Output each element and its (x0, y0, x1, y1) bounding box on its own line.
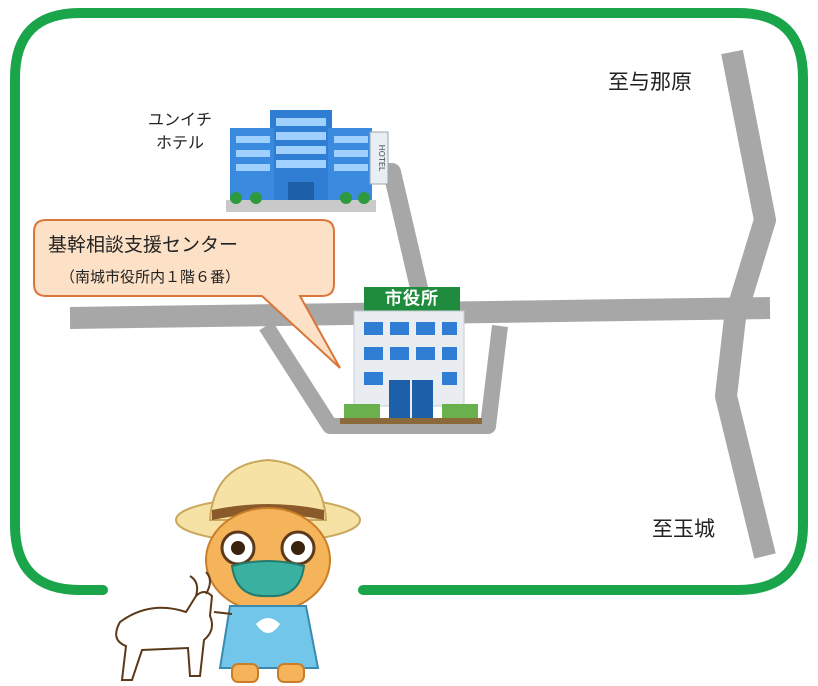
mascot-character-icon (175, 458, 361, 683)
direction-label-north: 至与那原 (608, 70, 692, 94)
goat-icon (115, 571, 233, 681)
roads (69, 49, 776, 559)
callout-bubble (33, 219, 341, 369)
hotel-building-icon (226, 110, 389, 212)
hotel-name-line2: ホテル (155, 133, 204, 152)
main-road-north (721, 49, 776, 322)
hotel-name-line1: ユンイチ (147, 110, 212, 129)
main-road-south (715, 316, 776, 559)
direction-label-south: 至玉城 (652, 517, 715, 541)
map-frame (10, 8, 808, 595)
road-loop (259, 321, 508, 434)
city-hall-building-icon (340, 287, 482, 424)
city-hall-sign: 市役所 (385, 289, 439, 309)
callout-subtitle: （南城市役所内１階６番） (60, 268, 241, 286)
hotel-name-label: ユンイチ ホテル (130, 108, 230, 154)
callout-title: 基幹相談支援センター (48, 234, 239, 256)
